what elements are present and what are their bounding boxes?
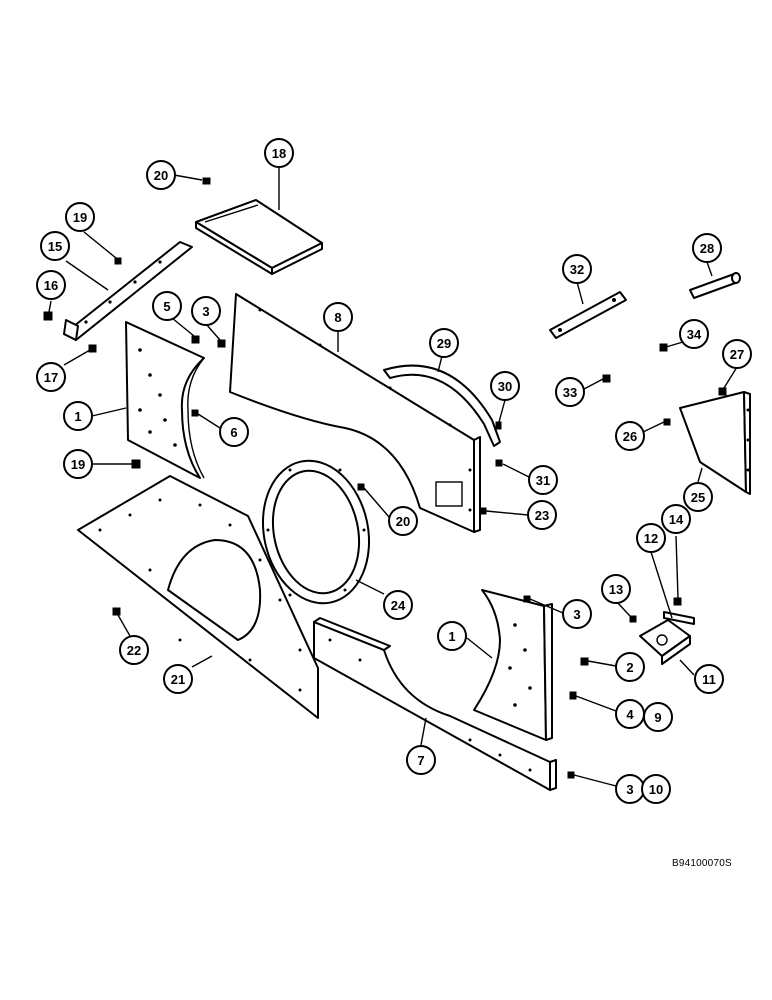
part-29-arc-strap	[383, 364, 501, 447]
svg-text:18: 18	[272, 146, 286, 161]
part-8-large-panel	[229, 293, 481, 533]
callout-20: 20	[388, 506, 418, 536]
callout-16: 16	[36, 270, 66, 300]
svg-text:22: 22	[127, 643, 141, 658]
callout-19: 19	[63, 449, 93, 479]
svg-text:32: 32	[570, 262, 584, 277]
callout-23: 23	[527, 500, 557, 530]
svg-text:31: 31	[536, 473, 550, 488]
svg-text:11: 11	[702, 672, 716, 687]
callout-4: 4	[615, 699, 645, 729]
part-25-right-plate	[679, 391, 751, 495]
svg-text:12: 12	[644, 531, 658, 546]
part-1-upper-side-panel	[125, 321, 205, 479]
callout-5: 5	[152, 291, 182, 321]
callout-22: 22	[119, 635, 149, 665]
callout-20: 20	[146, 160, 176, 190]
svg-text:17: 17	[44, 370, 58, 385]
callout-1: 1	[437, 621, 467, 651]
svg-text:8: 8	[334, 310, 341, 325]
callout-29: 29	[429, 328, 459, 358]
callout-34: 34	[679, 319, 709, 349]
svg-text:3: 3	[202, 304, 209, 319]
callout-3: 3	[562, 599, 592, 629]
svg-text:34: 34	[687, 327, 702, 342]
callout-2: 2	[615, 652, 645, 682]
part-18-top-plate	[195, 199, 323, 275]
callout-21: 21	[163, 664, 193, 694]
callout-19: 19	[65, 202, 95, 232]
drawing-id: B94100070S	[672, 858, 732, 869]
svg-text:28: 28	[700, 241, 714, 256]
svg-text:29: 29	[437, 336, 451, 351]
svg-text:27: 27	[730, 347, 744, 362]
part-12-small-plate	[639, 619, 691, 665]
leader-lines	[48, 166, 738, 787]
svg-text:26: 26	[623, 429, 637, 444]
callout-25: 25	[683, 482, 713, 512]
callout-33: 33	[555, 377, 585, 407]
callout-26: 26	[615, 421, 645, 451]
part-15-bracket	[63, 241, 193, 341]
callout-32: 32	[562, 254, 592, 284]
svg-text:15: 15	[48, 239, 62, 254]
svg-text:16: 16	[44, 278, 58, 293]
callout-3: 3	[615, 774, 645, 804]
callout-17: 17	[36, 362, 66, 392]
callout-31: 31	[528, 465, 558, 495]
svg-text:33: 33	[563, 385, 577, 400]
callout-12: 12	[636, 523, 666, 553]
svg-text:1: 1	[74, 409, 81, 424]
callout-10: 10	[641, 774, 671, 804]
part-1-lower-side-panel	[473, 589, 553, 741]
svg-text:19: 19	[73, 210, 87, 225]
svg-text:2: 2	[626, 660, 633, 675]
svg-text:14: 14	[669, 512, 684, 527]
part-21-front-plate	[77, 475, 319, 719]
svg-text:21: 21	[171, 672, 185, 687]
svg-text:20: 20	[154, 168, 168, 183]
callout-27: 27	[722, 339, 752, 369]
callout-9: 9	[643, 702, 673, 732]
part-24-ring	[261, 459, 371, 605]
svg-text:1: 1	[448, 629, 455, 644]
svg-text:23: 23	[535, 508, 549, 523]
svg-text:19: 19	[71, 457, 85, 472]
svg-text:13: 13	[609, 582, 623, 597]
svg-text:7: 7	[417, 753, 424, 768]
callout-28: 28	[692, 233, 722, 263]
callout-30: 30	[490, 371, 520, 401]
svg-text:5: 5	[163, 299, 170, 314]
callout-13: 13	[601, 574, 631, 604]
callout-11: 11	[694, 664, 724, 694]
callout-18: 18	[264, 138, 294, 168]
svg-text:24: 24	[391, 598, 406, 613]
part-7-bottom-beam	[313, 617, 557, 791]
svg-text:10: 10	[649, 782, 663, 797]
part-28-pin	[689, 272, 741, 299]
callout-7: 7	[406, 745, 436, 775]
part-32-bar	[549, 291, 627, 339]
hardware	[43, 177, 727, 779]
svg-text:20: 20	[396, 514, 410, 529]
callout-14: 14	[661, 504, 691, 534]
callout-3: 3	[191, 296, 221, 326]
svg-text:6: 6	[230, 425, 237, 440]
svg-text:3: 3	[573, 607, 580, 622]
svg-text:25: 25	[691, 490, 705, 505]
svg-text:4: 4	[626, 707, 634, 722]
svg-text:30: 30	[498, 379, 512, 394]
callout-24: 24	[383, 590, 413, 620]
callout-1: 1	[63, 401, 93, 431]
callout-8: 8	[323, 302, 353, 332]
svg-text:3: 3	[626, 782, 633, 797]
callout-15: 15	[40, 231, 70, 261]
callout-6: 6	[219, 417, 249, 447]
svg-text:9: 9	[654, 710, 661, 725]
